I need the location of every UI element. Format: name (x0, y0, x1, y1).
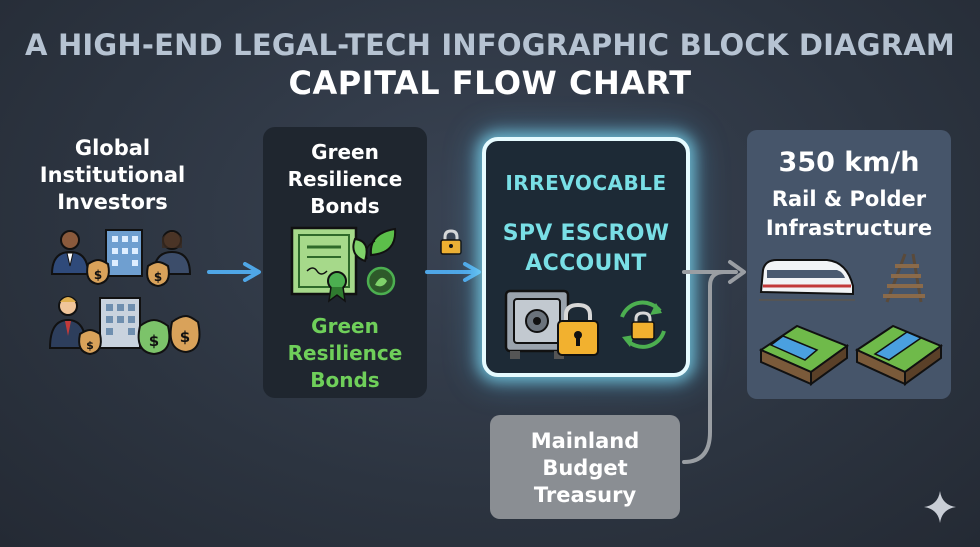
investors-label: Global Institutional Investors (30, 135, 195, 216)
rail-track-icon (883, 253, 925, 303)
high-speed-train-icon (759, 259, 855, 301)
investors-label-line: Investors (57, 190, 168, 214)
bonds-panel: Green Resilience Bonds Green Resilience … (263, 127, 427, 398)
certificate-icon (290, 226, 397, 303)
money-bag-icon: $ (78, 328, 102, 356)
bonds-title-line: Bonds (310, 194, 380, 218)
padlock-icon (440, 229, 462, 255)
diagram-title: A HIGH-END LEGAL-TECH INFOGRAPHIC BLOCK … (25, 28, 955, 62)
escrow-panel: IRREVOCABLE SPV ESCROW ACCOUNT (482, 137, 690, 377)
treasury-label: Mainland Budget Treasury (490, 428, 680, 509)
investors-illustration: $ $ $ $ $ (48, 229, 201, 356)
infrastructure-speed: 350 km/h (778, 147, 920, 178)
svg-text:$: $ (86, 339, 94, 352)
escrow-irrevocable-label: IRREVOCABLE (505, 171, 667, 195)
infrastructure-label-line: Infrastructure (765, 216, 933, 240)
treasury-label-line: Treasury (533, 483, 637, 507)
leaf-icon (352, 227, 397, 263)
money-bag-icon: $ (169, 314, 201, 354)
investors-people-icon (48, 296, 88, 349)
bonds-title-line: Green (311, 140, 379, 164)
treasury-label-line: Mainland (530, 429, 640, 453)
padlock-icon (557, 302, 599, 356)
money-bag-icon: $ (146, 260, 170, 288)
arrow-escrow-treasury-to-infrastructure (682, 260, 746, 464)
svg-text:$: $ (180, 328, 190, 346)
infrastructure-label: Rail & Polder Infrastructure (747, 185, 951, 243)
svg-text:$: $ (149, 332, 159, 350)
bonds-subtitle-line: Resilience (287, 341, 403, 365)
diagram-subtitle: CAPITAL FLOW CHART (288, 64, 692, 102)
investors-label-line: Global (74, 136, 151, 160)
safe-vault-icon (504, 289, 666, 359)
office-building-icon (105, 229, 143, 277)
bonds-subtitle-line: Bonds (310, 368, 380, 392)
escrow-account-line: ACCOUNT (525, 251, 647, 276)
infrastructure-label-line: Rail & Polder (771, 187, 927, 211)
escrow-account-line: SPV ESCROW (502, 221, 670, 246)
bonds-subtitle-line: Green (311, 314, 379, 338)
infrastructure-panel: 350 km/h Rail & Polder Infrastructure (747, 130, 951, 399)
svg-text:$: $ (154, 270, 162, 284)
polder-canal-icon (758, 324, 850, 386)
escrow-account-label: SPV ESCROW ACCOUNT (486, 219, 686, 279)
svg-text:$: $ (94, 268, 102, 282)
money-bag-icon: $ (86, 258, 110, 286)
sparkle-icon (924, 491, 956, 523)
investors-people-icon (50, 230, 90, 275)
bonds-title: Green Resilience Bonds (263, 139, 427, 220)
bonds-subtitle: Green Resilience Bonds (263, 313, 427, 394)
lock-rotate-icon (620, 300, 666, 349)
money-bag-icon: $ (137, 318, 171, 356)
arrow-bonds-to-escrow (425, 262, 481, 282)
infrastructure-illustration (758, 253, 943, 386)
bonds-title-line: Resilience (287, 167, 403, 191)
arrow-investors-to-bonds (207, 262, 261, 282)
treasury-panel: Mainland Budget Treasury (490, 415, 680, 519)
investors-label-line: Institutional (39, 163, 186, 187)
office-building-icon (99, 297, 141, 349)
treasury-label-line: Budget (542, 456, 628, 480)
polder-canal-icon (854, 324, 943, 386)
